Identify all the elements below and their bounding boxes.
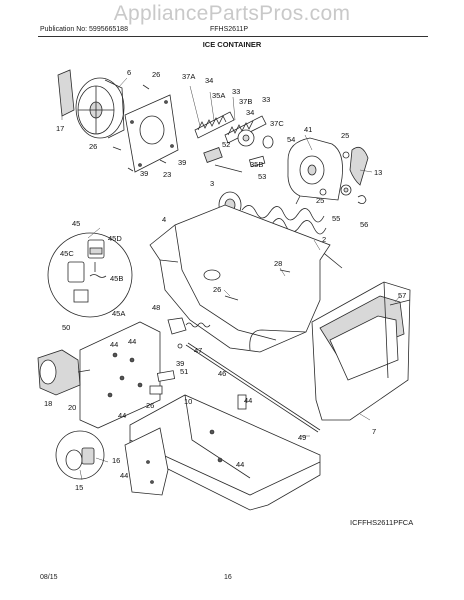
- callout-39: 39: [178, 158, 186, 167]
- part-long-rod: [185, 342, 321, 433]
- leader-lines: [61, 77, 401, 481]
- callout-52: 52: [222, 140, 230, 149]
- part-small-hardware: [319, 151, 367, 204]
- callout-50: 50: [62, 323, 70, 332]
- callout-26: 26: [152, 70, 160, 79]
- part-arm-spring: [167, 317, 211, 349]
- callout-16: 16: [112, 456, 120, 465]
- callout-25: 25: [341, 131, 349, 140]
- callout-41: 41: [304, 125, 312, 134]
- part-crusher-blades: [194, 111, 274, 173]
- callout-28: 28: [274, 259, 282, 268]
- callout-48: 48: [152, 303, 160, 312]
- callout-37B: 37B: [239, 97, 252, 106]
- callout-35A: 35A: [212, 91, 225, 100]
- callout-34: 34: [205, 76, 213, 85]
- part-drive-wheel: [75, 77, 125, 139]
- callout-34: 34: [246, 108, 254, 117]
- part-lower-bracket: [124, 427, 169, 496]
- footer-date: 08/15: [40, 574, 58, 581]
- callout-3: 3: [210, 179, 214, 188]
- callout-57: 57: [398, 291, 406, 300]
- callout-44: 44: [120, 471, 128, 480]
- publication-number: Publication No: 5995665188: [40, 26, 128, 33]
- detail-circle-lamp: [55, 430, 105, 480]
- callout-46: 46: [218, 369, 226, 378]
- callout-labels: 6 26 17 26 39 39 23 37A 34 35A 33 37B 33…: [44, 68, 406, 492]
- callout-18: 18: [44, 399, 52, 408]
- watermark-text: AppliancePartsPros.com: [113, 2, 351, 25]
- callout-44: 44: [128, 337, 136, 346]
- part-auger-motor: [37, 349, 91, 396]
- callout-44: 44: [236, 460, 244, 469]
- part-front-housing: [287, 137, 343, 205]
- callout-13: 13: [374, 168, 382, 177]
- callout-10: 10: [184, 397, 192, 406]
- callout-26: 26: [89, 142, 97, 151]
- callout-33: 33: [262, 95, 270, 104]
- part-ice-bin: [149, 204, 331, 353]
- callout-49: 49: [298, 433, 306, 442]
- callout-45D: 45D: [108, 234, 122, 243]
- page-number: 16: [224, 574, 232, 581]
- callout-37A: 37A: [182, 72, 195, 81]
- callout-33: 33: [232, 87, 240, 96]
- callout-37C: 37C: [270, 119, 284, 128]
- callout-53: 53: [258, 172, 266, 181]
- callout-54: 54: [287, 135, 295, 144]
- callout-45B: 45B: [110, 274, 123, 283]
- callout-6: 6: [127, 68, 131, 77]
- callout-44: 44: [110, 340, 118, 349]
- section-title: ICE CONTAINER: [202, 40, 262, 49]
- callout-39: 39: [140, 169, 148, 178]
- callout-23: 23: [163, 170, 171, 179]
- callout-55: 55: [332, 214, 340, 223]
- part-gasket-strip: [57, 69, 75, 117]
- header-rule: [38, 36, 428, 37]
- part-screws-upper: [112, 84, 167, 172]
- callout-4: 4: [162, 215, 166, 224]
- callout-17: 17: [56, 124, 64, 133]
- callout-45A: 45A: [112, 309, 125, 318]
- part-switch-bracket: [149, 370, 176, 395]
- callout-26: 26: [146, 401, 154, 410]
- callout-56: 56: [360, 220, 368, 229]
- part-chute-flap: [349, 146, 369, 186]
- callout-7: 7: [372, 427, 376, 436]
- drawing-code: ICFFHS2611PFCA: [350, 518, 414, 527]
- callout-35B: 35B: [250, 160, 263, 169]
- callout-44: 44: [118, 411, 126, 420]
- callout-26: 26: [213, 285, 221, 294]
- callout-51: 51: [180, 367, 188, 376]
- callout-44: 44: [244, 396, 252, 405]
- part-motor-bracket: [79, 321, 161, 429]
- callout-15: 15: [75, 483, 83, 492]
- callout-25: 25: [316, 196, 324, 205]
- callout-2: 2: [322, 235, 326, 244]
- model-number: FFHS2611P: [210, 26, 248, 33]
- callout-20: 20: [68, 403, 76, 412]
- callout-45C: 45C: [60, 249, 74, 258]
- callout-47: 47: [194, 346, 202, 355]
- detail-circle-45: [47, 232, 133, 318]
- part-back-plate: [124, 94, 179, 173]
- callout-39: 39: [176, 359, 184, 368]
- callout-45: 45: [72, 219, 80, 228]
- part-door-panel: [311, 281, 411, 421]
